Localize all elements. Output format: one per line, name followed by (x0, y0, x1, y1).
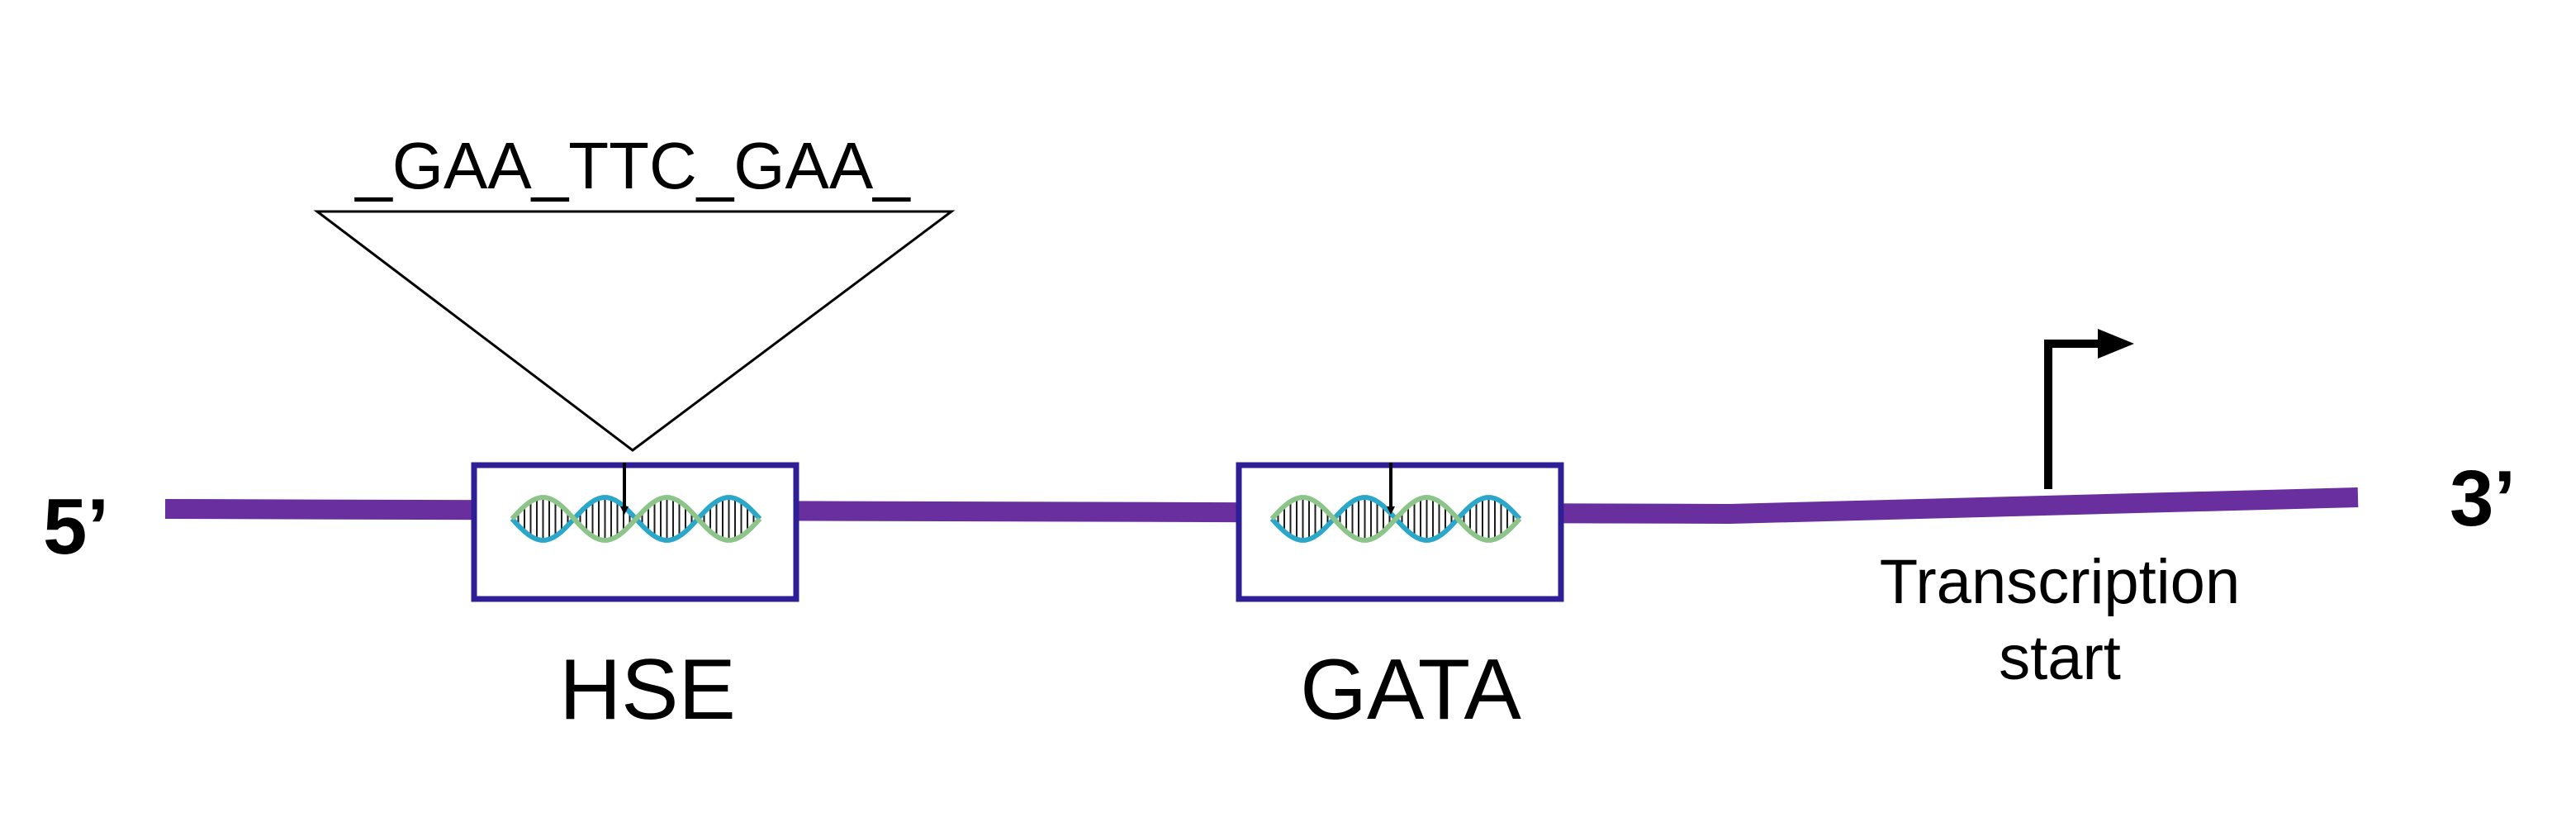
three-prime-label: 3’ (2450, 454, 2516, 543)
gata-element: GATA (1236, 462, 1564, 738)
callout-triangle (313, 210, 956, 452)
hse-box (471, 462, 799, 602)
dna-helix-icon (510, 495, 762, 543)
sequence-callout: _GAA_TTC_GAA_ (313, 129, 956, 452)
gata-label: GATA (1300, 642, 1521, 738)
transcription-start-label-line1: Transcription (1880, 547, 2240, 617)
hse-label: HSE (559, 642, 736, 738)
five-prime-label: 5’ (43, 482, 109, 571)
dna-helix-icon (1269, 495, 1522, 543)
hse-element: HSE (471, 462, 799, 738)
bent-arrow-icon (2044, 329, 2134, 489)
binding-sequence: _GAA_TTC_GAA_ (353, 129, 911, 202)
transcription-start-label-line2: start (1999, 623, 2121, 693)
helix-strand-b (1269, 495, 1522, 543)
helix-strand-b (510, 495, 762, 543)
